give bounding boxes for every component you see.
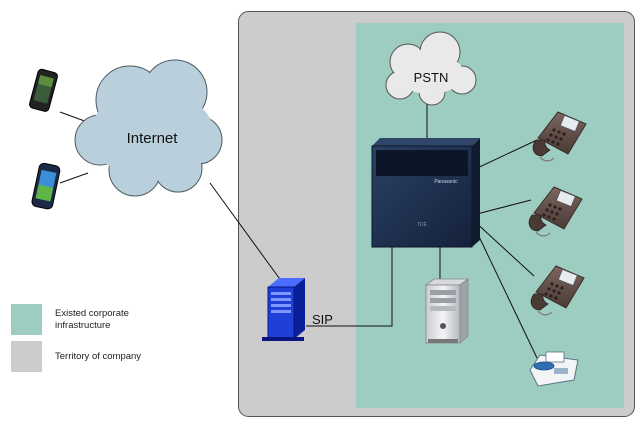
sip-label: SIP	[312, 312, 333, 327]
fax-icon	[529, 351, 579, 387]
pbx-icon: Panasonic TDE	[371, 138, 480, 248]
internet-cloud-icon	[74, 59, 223, 197]
link-sip-pbx	[306, 244, 393, 327]
pbx-brand-label: Panasonic	[434, 179, 458, 185]
pstn-label: PSTN	[414, 70, 449, 85]
legend-item-corporate: Existed corporate infrastructure	[11, 304, 129, 335]
legend-swatch-corporate	[11, 304, 42, 335]
internet-label: Internet	[127, 130, 179, 147]
link-pbx-phone-1	[472, 139, 538, 171]
pstn-cloud-icon	[385, 31, 477, 106]
smartphone-icon	[29, 68, 58, 112]
legend-label-territory: Territory of company	[55, 350, 142, 362]
legend-label-corporate: Existed corporate infrastructure	[55, 307, 129, 331]
link-pbx-phone-3	[472, 219, 535, 277]
pbx-model-label: TDE	[417, 222, 428, 228]
sip-server-icon	[262, 278, 305, 341]
legend-item-territory: Territory of company	[11, 341, 141, 372]
smartphone-icon	[31, 162, 61, 210]
link-pbx-fax	[472, 223, 538, 359]
link-pbx-phone-2	[472, 199, 532, 216]
legend-swatch-territory	[11, 341, 42, 372]
link-phone2-internet	[59, 172, 89, 184]
server-icon	[424, 278, 470, 344]
link-internet-sip	[209, 182, 283, 283]
connection-lines	[59, 103, 538, 359]
